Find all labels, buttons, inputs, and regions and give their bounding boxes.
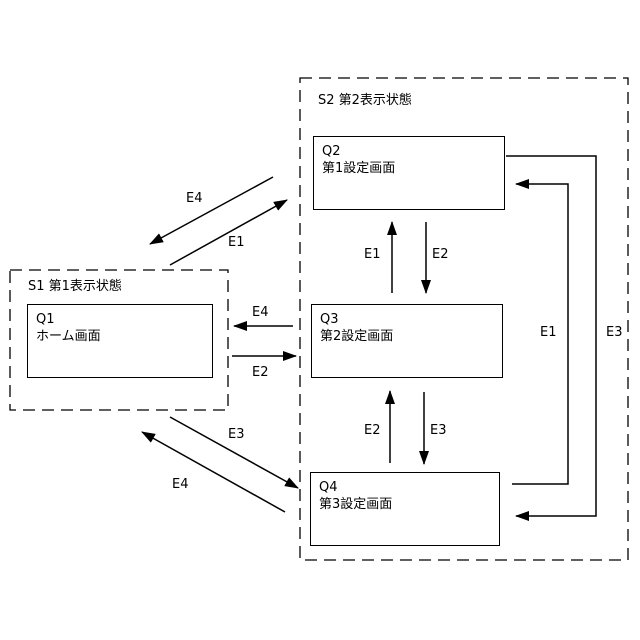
state-q3-screen: 第2設定画面: [320, 328, 393, 345]
group-s1-title: S1 第1表示状態: [28, 278, 122, 295]
label-q2-to-q3-e2: E2: [432, 246, 449, 263]
label-q1-to-q3-e2: E2: [252, 364, 269, 381]
label-q4-to-q3-e2: E2: [364, 422, 381, 439]
label-q4-to-q2-e1: E1: [540, 324, 557, 341]
label-q3-to-q2-e1: E1: [364, 246, 381, 263]
arrow-s1-to-q2-e1: [170, 200, 287, 265]
label-q2-to-s1-e4: E4: [186, 190, 203, 207]
label-q2-to-q4-e3: E3: [606, 324, 623, 341]
state-q3-name: Q3: [320, 311, 393, 328]
label-s1-to-q2-e1: E1: [228, 234, 245, 251]
state-q3-box: Q3 第2設定画面: [311, 304, 503, 378]
arrow-q2-to-s1-e4: [150, 177, 273, 244]
state-q3-text: Q3 第2設定画面: [320, 311, 393, 345]
state-q4-box: Q4 第3設定画面: [310, 472, 500, 546]
label-q3-to-q4-e3: E3: [430, 422, 447, 439]
arrow-q4-to-s1-e4: [142, 432, 285, 512]
label-q4-to-s1-e4: E4: [172, 476, 189, 493]
state-q2-screen: 第1設定画面: [322, 160, 395, 177]
state-q4-screen: 第3設定画面: [319, 496, 392, 513]
state-q1-box: Q1 ホーム画面: [27, 304, 213, 378]
state-q4-name: Q4: [319, 479, 392, 496]
state-q1-name: Q1: [36, 311, 101, 328]
state-q2-box: Q2 第1設定画面: [313, 136, 505, 210]
state-q1-text: Q1 ホーム画面: [36, 311, 101, 345]
state-q2-name: Q2: [322, 143, 395, 160]
state-q1-screen: ホーム画面: [36, 328, 101, 345]
group-s2-title: S2 第2表示状態: [318, 92, 412, 109]
label-q3-to-q1-e4: E4: [252, 304, 269, 321]
state-q4-text: Q4 第3設定画面: [319, 479, 392, 513]
label-s1-to-q4-e3: E3: [228, 426, 245, 443]
state-q2-text: Q2 第1設定画面: [322, 143, 395, 177]
